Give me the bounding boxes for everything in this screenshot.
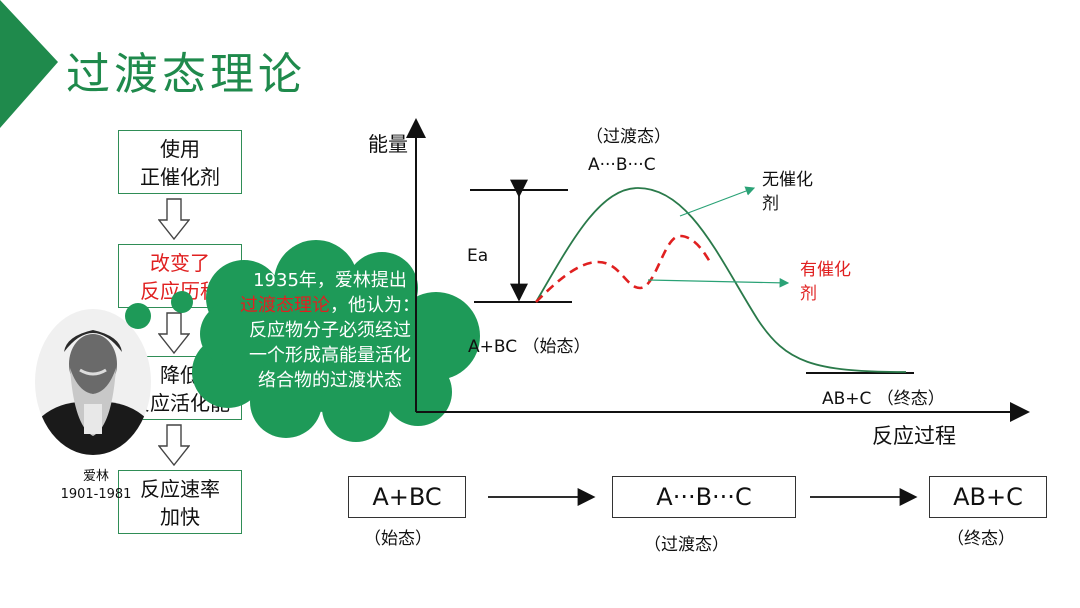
cloud-line: 络合物的过渡状态 xyxy=(258,370,402,391)
x-axis-label: 反应过程 xyxy=(872,424,956,448)
y-axis-label: 能量 xyxy=(368,132,408,156)
catalyst-label: 有催化 剂 xyxy=(800,258,851,306)
flow-box-line: 反应速率 xyxy=(140,477,220,501)
eq-reactant-sub: （始态） xyxy=(364,529,432,549)
flow-box-rate: 反应速率 加快 xyxy=(118,470,242,534)
final-state-label: AB+C （终态） xyxy=(822,389,945,409)
thought-cloud xyxy=(125,240,480,442)
ea-label: Ea xyxy=(467,246,489,266)
highlight-text: 过渡态理论 xyxy=(240,295,330,316)
label-line: 剂 xyxy=(800,284,817,304)
flow-box-catalyst: 使用 正催化剂 xyxy=(118,130,242,194)
catalyst-pointer xyxy=(647,278,790,288)
corner-triangle xyxy=(0,0,58,128)
initial-state-label: A+BC （始态） xyxy=(468,337,591,357)
cloud-line: 反应物分子必须经过 xyxy=(249,320,411,341)
down-arrow-icon xyxy=(158,312,190,354)
cloud-line-rest: ，他认为： xyxy=(330,295,420,316)
down-arrow-icon xyxy=(158,198,190,240)
flow-box-line: 正催化剂 xyxy=(140,165,220,189)
cloud-line: 过渡态理论，他认为： xyxy=(220,293,440,318)
no-catalyst-label: 无催化 剂 xyxy=(762,168,813,216)
eq-transition-sub: （过渡态） xyxy=(644,535,729,555)
catalyzed-curve xyxy=(535,234,712,303)
portrait-caption: 爱林 1901-1981 xyxy=(48,468,144,504)
label-line: 有催化 xyxy=(800,260,851,280)
cloud-text: 1935年，爱林提出 过渡态理论，他认为： 反应物分子必须经过 一个形成高能量活… xyxy=(220,268,440,393)
no-catalyst-pointer xyxy=(679,186,756,217)
label-line: 剂 xyxy=(762,194,779,214)
flow-box-line: 改变了 xyxy=(150,251,210,275)
label-line: 无催化 xyxy=(762,170,813,190)
eq-box-reactant: A+BC xyxy=(348,476,466,518)
portrait-image xyxy=(35,309,151,455)
transition-formula: A···B···C xyxy=(588,155,656,175)
flow-box-line: 使用 xyxy=(160,137,200,161)
uncatalyzed-curve xyxy=(535,187,907,373)
transition-state-label: （过渡态） xyxy=(586,127,671,147)
cloud-line: 1935年，爱林提出 xyxy=(253,270,407,291)
eq-box-transition: A···B···C xyxy=(612,476,796,518)
portrait-years: 1901-1981 xyxy=(60,487,132,502)
cloud-line: 一个形成高能量活化 xyxy=(249,345,411,366)
eq-box-product: AB+C xyxy=(929,476,1047,518)
portrait-name: 爱林 xyxy=(82,469,109,484)
eq-product-sub: （终态） xyxy=(947,529,1015,549)
flow-box-line: 加快 xyxy=(160,505,200,529)
page-title: 过渡态理论 xyxy=(66,49,306,100)
down-arrow-icon xyxy=(158,424,190,466)
